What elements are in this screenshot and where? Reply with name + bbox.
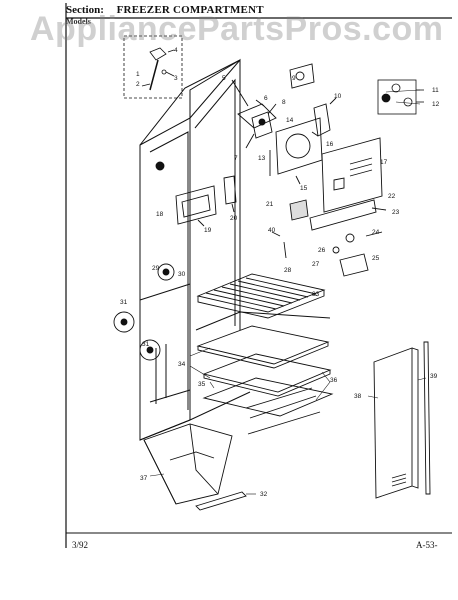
part-defrost-assembly <box>271 199 387 277</box>
cabinet-shell <box>139 58 331 441</box>
callout-28: 28 <box>284 267 292 274</box>
callout-1: 1 <box>136 71 140 78</box>
callout-39: 39 <box>430 373 438 380</box>
callout-26: 26 <box>318 247 326 254</box>
watermark: AppliancePartsPros.com <box>30 10 444 48</box>
callout-6: 6 <box>264 95 268 102</box>
part-fasteners <box>113 161 175 361</box>
part-door-panel <box>373 341 431 499</box>
callout-29: 29 <box>152 265 160 272</box>
callout-23: 23 <box>392 209 400 216</box>
part-33-wire-shelf <box>196 273 326 319</box>
callout-4: 4 <box>174 47 178 54</box>
callout-36: 36 <box>330 377 338 384</box>
part-11-12-inset <box>377 79 424 115</box>
part-10-bracket <box>311 97 337 137</box>
callout-14: 14 <box>286 117 294 124</box>
callout-35: 35 <box>198 381 206 388</box>
callout-33: 33 <box>312 291 320 298</box>
part-light-housing <box>175 175 237 227</box>
callout-40: 40 <box>268 227 276 234</box>
callout-37: 37 <box>140 475 148 482</box>
callout-22: 22 <box>388 193 396 200</box>
callout-27: 27 <box>312 261 320 268</box>
section-title: FREEZER COMPARTMENT <box>116 4 264 16</box>
callout-34: 34 <box>178 361 186 368</box>
page-frame <box>65 3 452 548</box>
callout-38: 38 <box>354 393 362 400</box>
footer-date: 3/92 <box>72 540 89 550</box>
callout-12: 12 <box>432 101 440 108</box>
callout-31b: 31 <box>142 341 150 348</box>
callout-15: 15 <box>300 185 308 192</box>
callout-31a: 31 <box>120 299 128 306</box>
section-header: Section: FREEZER COMPARTMENT <box>66 4 264 16</box>
callout-2: 2 <box>136 81 140 88</box>
callout-17: 17 <box>380 159 388 166</box>
callout-21: 21 <box>266 201 274 208</box>
callout-9: 9 <box>292 75 296 82</box>
callout-11: 11 <box>432 87 439 94</box>
part-32-strip <box>195 491 247 511</box>
callout-labels: 1 2 3 4 5 6 7 8 9 10 11 12 13 14 15 16 1… <box>120 47 440 498</box>
part-thermostat-inset <box>123 35 183 99</box>
leader-lines <box>149 89 427 495</box>
callout-10: 10 <box>334 93 342 100</box>
callout-25: 25 <box>372 255 380 262</box>
callout-24: 24 <box>372 229 380 236</box>
part-glass-shelves <box>196 325 334 435</box>
callout-19: 19 <box>204 227 212 234</box>
callout-8: 8 <box>282 99 286 106</box>
section-label: Section: <box>66 4 104 16</box>
callout-3: 3 <box>174 75 178 82</box>
callout-32: 32 <box>260 491 268 498</box>
models-line: Models <box>66 17 91 26</box>
callout-18: 18 <box>156 211 164 218</box>
part-control-bracket <box>231 79 277 149</box>
callout-20: 20 <box>230 215 238 222</box>
callout-5: 5 <box>222 75 226 82</box>
callout-30: 30 <box>178 271 186 278</box>
callout-13: 13 <box>258 155 266 162</box>
footer-page-number: A-53- <box>416 540 438 550</box>
part-37-bin <box>143 423 233 505</box>
callout-16: 16 <box>326 141 334 148</box>
callout-7: 7 <box>234 155 238 162</box>
part-17-back-panel <box>321 137 383 213</box>
part-fan-shroud <box>269 63 323 185</box>
